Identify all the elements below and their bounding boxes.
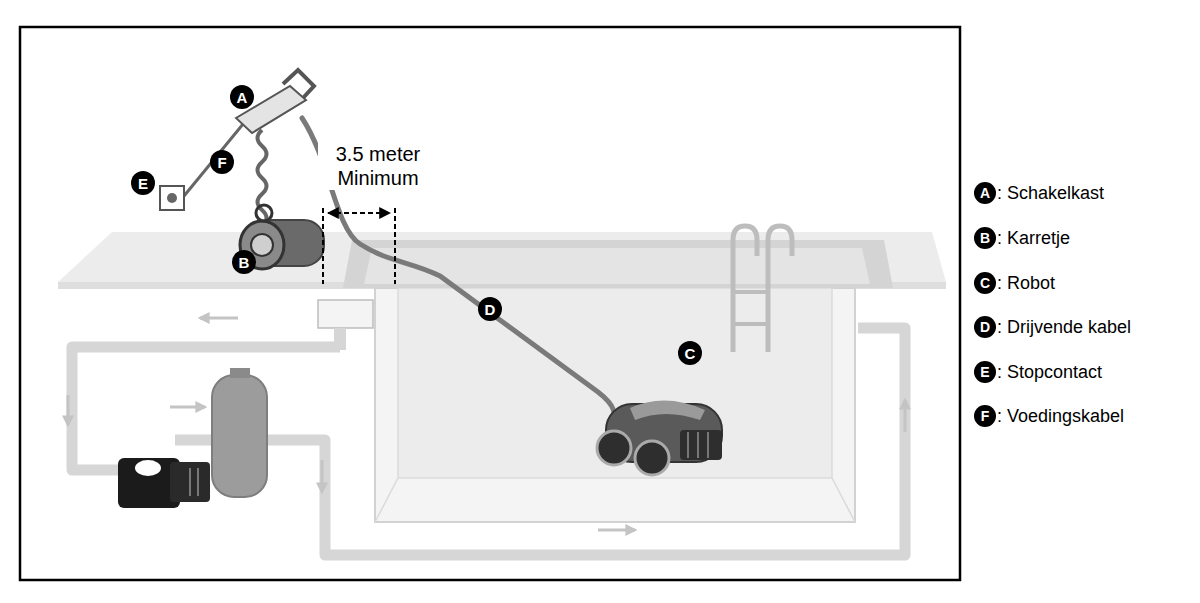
pump xyxy=(118,458,210,508)
key-text: : Voedingskabel xyxy=(997,405,1124,427)
robot-wheel xyxy=(635,441,669,475)
key-letter: F xyxy=(974,405,996,427)
key-letter: A xyxy=(974,182,996,204)
flow-arrow xyxy=(170,406,205,409)
ladder-rail xyxy=(768,226,792,352)
pump-motor xyxy=(170,462,210,502)
flow-arrow xyxy=(200,317,238,320)
callout-letter: B xyxy=(232,250,256,274)
dimension-arrow xyxy=(328,212,390,214)
key-text: : Stopcontact xyxy=(997,361,1102,383)
filter-valve xyxy=(230,368,250,378)
socket-hole xyxy=(167,193,177,203)
flow-arrow xyxy=(904,400,907,432)
key-text: : Robot xyxy=(997,272,1055,294)
key-text: : Drijvende kabel xyxy=(997,316,1131,338)
key-letter: D xyxy=(974,316,996,338)
key-letter: B xyxy=(974,227,996,249)
sand-filter xyxy=(212,375,267,497)
control-box-handle xyxy=(283,70,314,98)
flow-arrow xyxy=(67,395,70,425)
pump-lid xyxy=(134,459,162,477)
flow-arrow xyxy=(321,460,324,492)
robot-wheel xyxy=(597,431,631,465)
key-letter: E xyxy=(974,361,996,383)
pool-wall xyxy=(375,288,855,522)
pool-edge xyxy=(375,478,398,522)
pool-coping xyxy=(343,240,893,288)
flow-arrow xyxy=(598,529,635,532)
ladder-rail xyxy=(733,226,757,352)
robot-brush xyxy=(680,430,722,460)
key-letter: C xyxy=(974,272,996,294)
key-text: : Schakelkast xyxy=(997,182,1104,204)
dimension-label: 3.5 meter Minimum xyxy=(318,142,438,190)
skimmer-pipe xyxy=(334,328,346,350)
power-cable xyxy=(184,118,248,196)
callout-letter: E xyxy=(131,171,155,195)
coiled-cable xyxy=(258,130,267,226)
pump-fin xyxy=(197,468,199,496)
pump-fin xyxy=(189,468,191,496)
frame xyxy=(20,27,960,580)
cart-wheel xyxy=(251,234,273,256)
suction-pipe xyxy=(72,347,340,470)
brush-line xyxy=(697,432,699,458)
pool-robot xyxy=(597,400,722,475)
ladder-rung xyxy=(735,322,766,326)
brush-line xyxy=(687,432,689,458)
ladder-rung xyxy=(735,290,766,294)
floating-cable xyxy=(302,118,614,424)
robot-top xyxy=(630,400,705,420)
return-pipe xyxy=(262,328,905,555)
brush-line xyxy=(707,432,709,458)
callout-letter: F xyxy=(210,150,234,174)
dimension-line xyxy=(394,208,396,284)
pool-edge xyxy=(832,478,855,522)
callout-letter: D xyxy=(478,297,502,321)
callout-letter: C xyxy=(678,341,702,365)
wall-socket xyxy=(160,186,184,210)
cart-hub xyxy=(256,205,272,221)
callout-letter: A xyxy=(230,85,254,109)
skimmer xyxy=(318,300,373,328)
dimension-line xyxy=(322,208,324,284)
key-text: : Karretje xyxy=(997,227,1070,249)
